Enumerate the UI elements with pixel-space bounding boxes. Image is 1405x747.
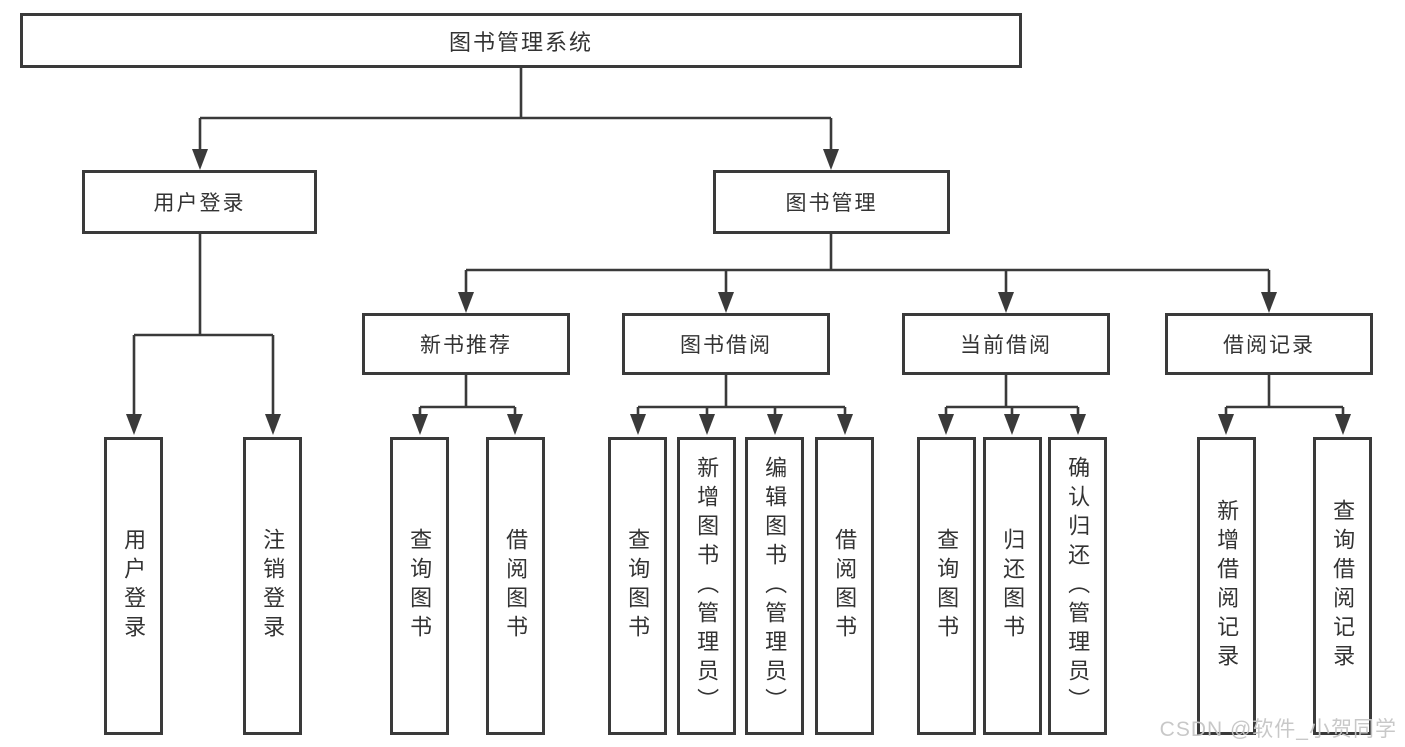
arrow-icon <box>823 149 839 170</box>
node-label: 图书管理 <box>785 192 878 215</box>
node-current-borrow: 当前借阅 <box>902 313 1110 375</box>
leaf-query-books-3: 查询图书 <box>917 437 976 735</box>
leaf-edit-books-admin: 编辑图书（管理员） <box>745 437 804 735</box>
arrow-icon <box>837 414 853 435</box>
arrow-icon <box>458 292 474 313</box>
connector-book-borrow <box>636 375 847 418</box>
node-user-login: 用户登录 <box>82 170 317 234</box>
connector-book-mgmt <box>464 234 1271 295</box>
connector-user-login <box>132 234 275 417</box>
node-label: 新书推荐 <box>420 334 512 357</box>
node-label: 用户登录 <box>153 192 246 215</box>
arrow-icon <box>699 414 715 435</box>
arrow-icon <box>1335 414 1351 435</box>
node-root: 图书管理系统 <box>20 13 1022 68</box>
leaf-label: 归还图书 <box>1000 528 1026 644</box>
node-book-mgmt: 图书管理 <box>713 170 950 234</box>
leaf-return-books: 归还图书 <box>983 437 1042 735</box>
arrow-icon <box>1261 292 1277 313</box>
arrow-icon <box>1070 414 1086 435</box>
arrow-icon <box>412 414 428 435</box>
node-label: 当前借阅 <box>960 334 1052 357</box>
connector-lines <box>132 68 1345 418</box>
node-label: 图书借阅 <box>680 334 772 357</box>
arrow-icon <box>938 414 954 435</box>
leaf-logout: 注销登录 <box>243 437 302 735</box>
node-new-books: 新书推荐 <box>362 313 570 375</box>
leaf-query-books-2: 查询图书 <box>608 437 667 735</box>
node-root-label: 图书管理系统 <box>448 29 593 55</box>
connector-root <box>198 68 833 152</box>
leaf-query-borrow-record: 查询借阅记录 <box>1313 437 1372 735</box>
arrow-icon <box>126 414 142 435</box>
leaf-label: 注销登录 <box>260 528 286 644</box>
arrow-icon <box>718 292 734 313</box>
leaf-query-books-1: 查询图书 <box>390 437 449 735</box>
csdn-watermark: CSDN @软件_小贺同学 <box>1159 718 1397 741</box>
leaf-label: 新增借阅记录 <box>1214 499 1240 673</box>
leaf-label: 查询借阅记录 <box>1330 499 1356 673</box>
arrow-icon <box>265 414 281 435</box>
node-borrow-records: 借阅记录 <box>1165 313 1373 375</box>
arrow-icon <box>1218 414 1234 435</box>
leaf-borrow-books-2: 借阅图书 <box>815 437 874 735</box>
node-label: 借阅记录 <box>1223 334 1315 357</box>
leaf-label: 查询图书 <box>407 528 433 644</box>
leaf-borrow-books-1: 借阅图书 <box>486 437 545 735</box>
leaf-label: 借阅图书 <box>503 528 529 644</box>
leaf-label: 用户登录 <box>121 528 147 644</box>
leaf-label: 借阅图书 <box>832 528 858 644</box>
connector-new-books <box>418 375 517 418</box>
connector-current-borrow <box>944 375 1080 418</box>
arrow-icon <box>507 414 523 435</box>
arrow-icon <box>767 414 783 435</box>
leaf-label: 编辑图书（管理员） <box>762 455 788 717</box>
connector-borrow-records <box>1224 375 1345 418</box>
arrow-icon <box>1004 414 1020 435</box>
arrowheads <box>126 149 1351 435</box>
arrow-icon <box>192 149 208 170</box>
leaf-confirm-return-admin: 确认归还（管理员） <box>1048 437 1107 735</box>
leaf-label: 查询图书 <box>625 528 651 644</box>
leaf-add-borrow-record: 新增借阅记录 <box>1197 437 1256 735</box>
leaf-label: 确认归还（管理员） <box>1065 455 1091 717</box>
node-book-borrow: 图书借阅 <box>622 313 830 375</box>
arrow-icon <box>998 292 1014 313</box>
leaf-label: 新增图书（管理员） <box>694 455 720 717</box>
leaf-user-login: 用户登录 <box>104 437 163 735</box>
leaf-label: 查询图书 <box>934 528 960 644</box>
arrow-icon <box>630 414 646 435</box>
leaf-add-books-admin: 新增图书（管理员） <box>677 437 736 735</box>
